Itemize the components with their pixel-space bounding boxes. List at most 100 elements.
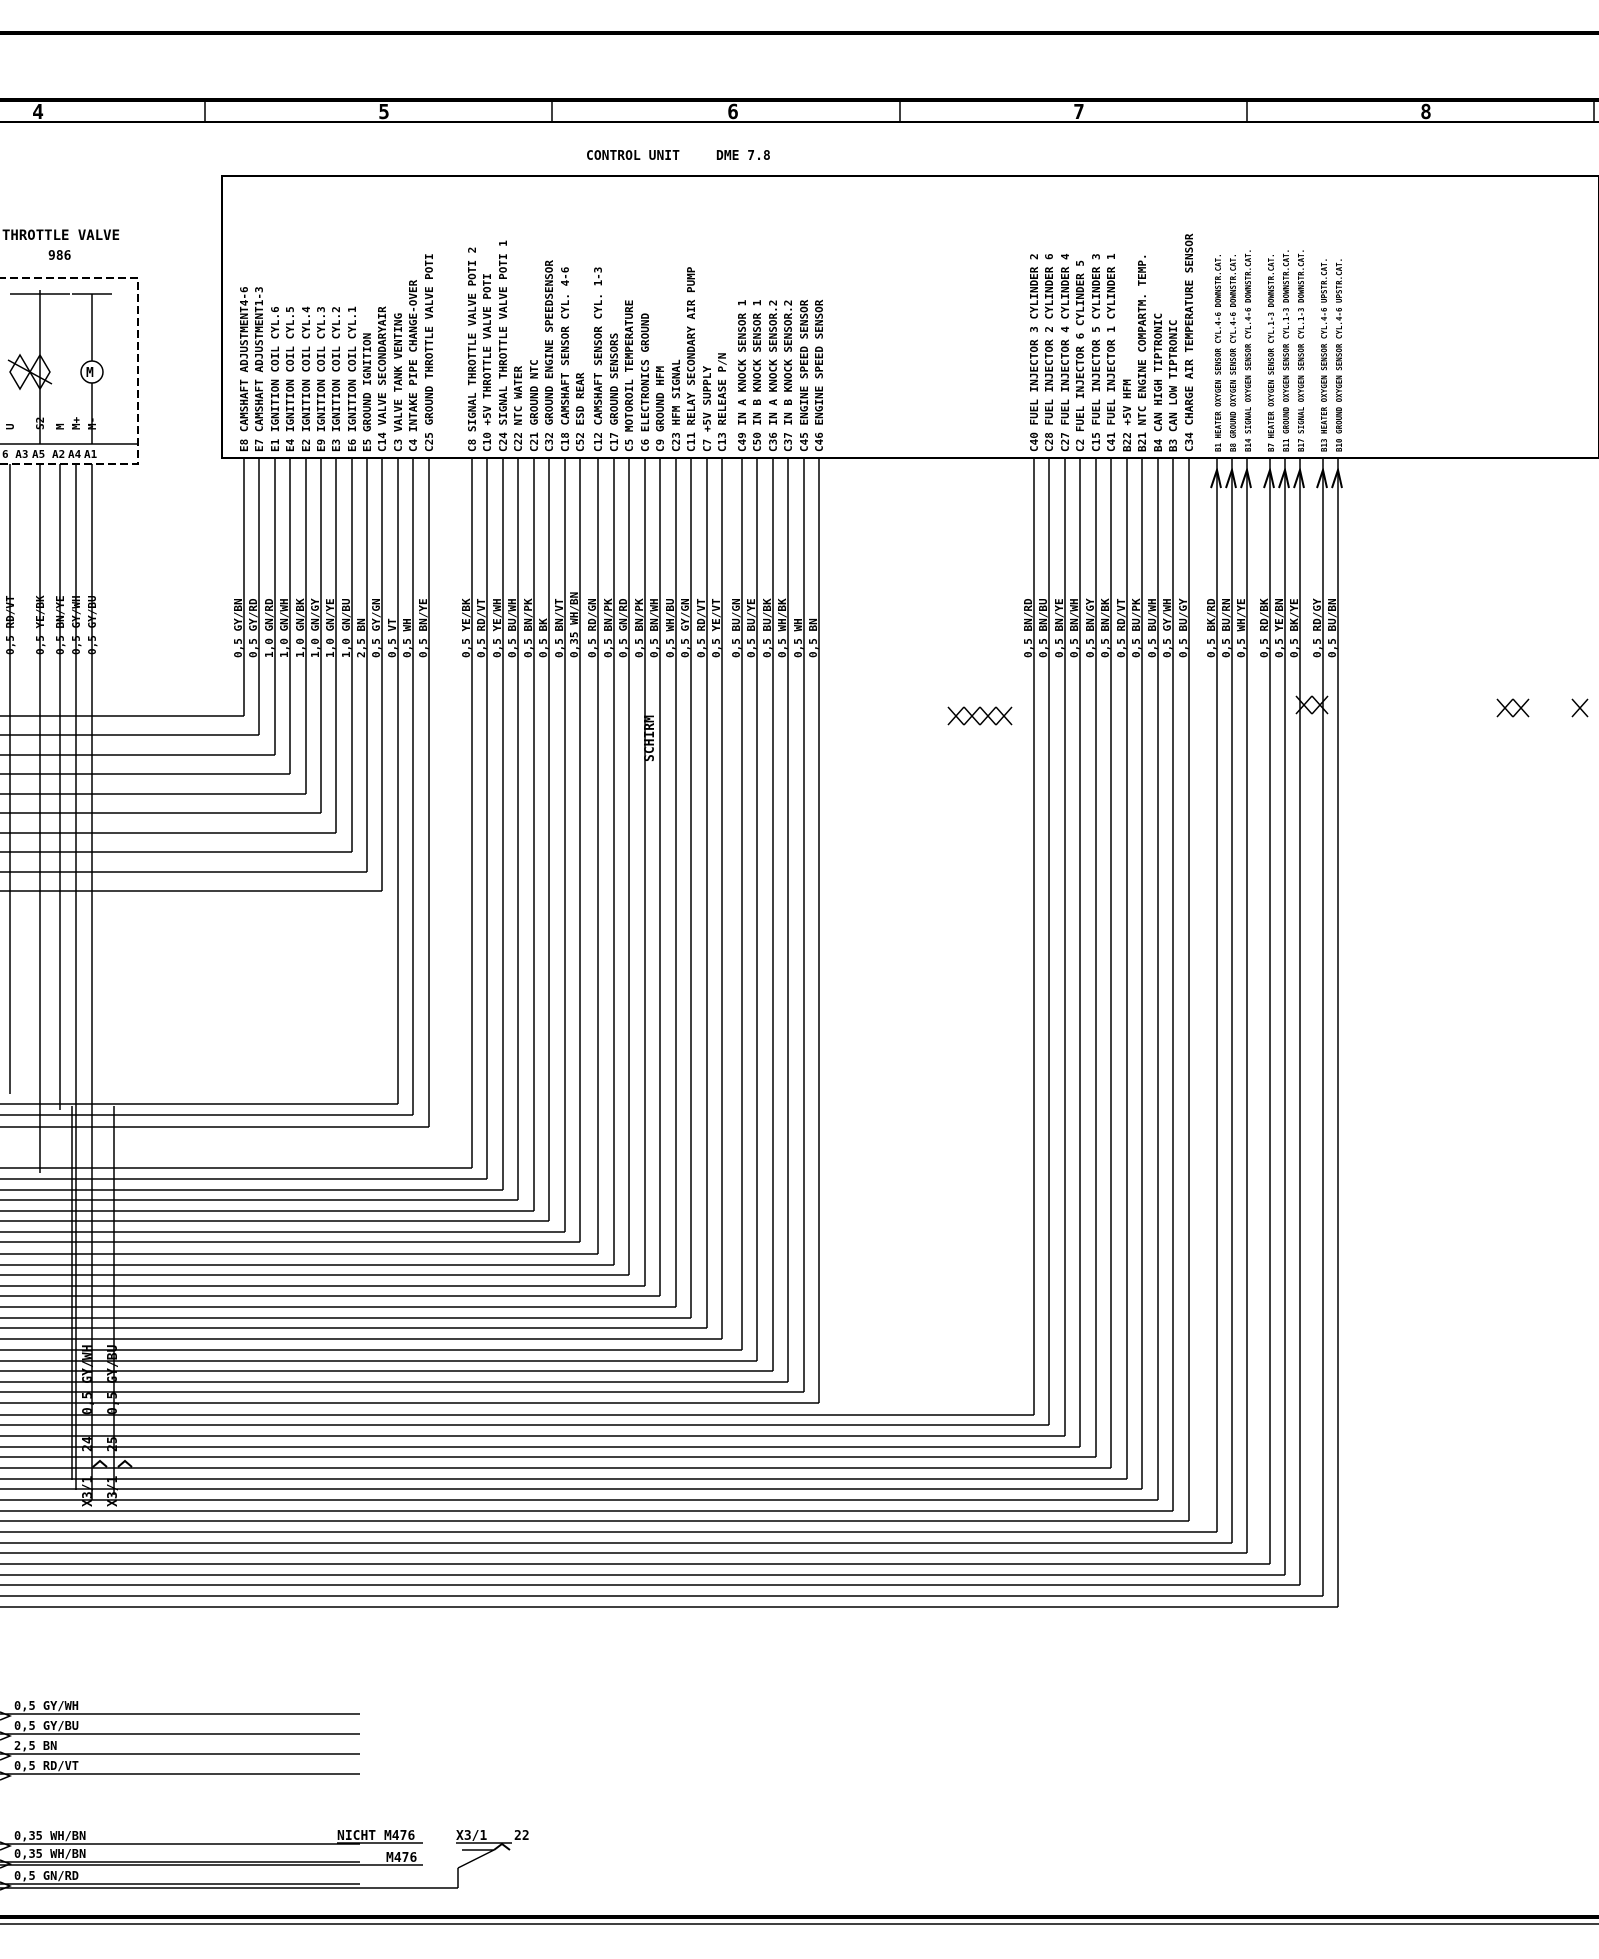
pin-c49: C49 IN A KNOCK SENSOR 1 bbox=[736, 299, 749, 452]
pin-c22: C22 NTC WATER bbox=[512, 366, 525, 452]
variant-pin: 22 bbox=[514, 1829, 530, 1844]
twist-symbol bbox=[963, 706, 981, 726]
wire-color-b22: 0,5 RD/VT bbox=[1115, 598, 1128, 658]
connector-x31-pin-b: 25 bbox=[106, 1436, 121, 1452]
motor-symbol: M bbox=[80, 294, 104, 444]
twist-symbol bbox=[995, 706, 1013, 726]
wire-color-c17: 0,5 BN/PK bbox=[602, 598, 615, 658]
pin-c24: C24 SIGNAL THROTTLE VALVE POTI 1 bbox=[497, 240, 510, 452]
bottom-wire-arrow-3 bbox=[0, 1771, 13, 1781]
tv-signal-3: M+ bbox=[70, 416, 83, 430]
pin-c52: C52 ESD REAR bbox=[574, 372, 587, 452]
wire-color-e3: 1,0 GN/YE bbox=[324, 598, 337, 658]
sensor-arrow-4 bbox=[1278, 466, 1290, 489]
bottom-wire-label-5: 0,35 WH/BN bbox=[14, 1847, 86, 1861]
pin-c46: C46 ENGINE SPEED SENSOR bbox=[813, 299, 826, 452]
wire-color-c28: 0,5 BN/BU bbox=[1037, 598, 1050, 658]
sheet-frame bbox=[0, 31, 1599, 1925]
wire-color-c13: 0,5 YE/VT bbox=[710, 598, 723, 658]
twist-symbol bbox=[1496, 698, 1514, 718]
wire-color-c40: 0,5 BN/RD bbox=[1022, 598, 1035, 658]
pin-c14: C14 VALVE SECONDARYAIR bbox=[376, 306, 389, 452]
wire-color-c22: 0,5 BU/WH bbox=[506, 598, 519, 658]
pin-c23: C23 HFM SIGNAL bbox=[670, 359, 683, 452]
wire-color-c8: 0,5 YE/BK bbox=[460, 598, 473, 658]
wire-color-c24: 0,5 YE/WH bbox=[491, 598, 504, 658]
pin-e6: E6 IGNITION COIL CYL.1 bbox=[346, 306, 359, 452]
sensor-arrow-2 bbox=[1240, 466, 1252, 489]
variant-m-label: M476 bbox=[386, 1851, 417, 1866]
twist-symbol bbox=[1512, 698, 1530, 718]
wire-color-b13: 0,5 RD/GY bbox=[1311, 598, 1324, 658]
connector-x31-label-a: X3/1 bbox=[81, 1476, 96, 1507]
wire-color-c6: 0,5 BN/PK bbox=[633, 598, 646, 658]
wire-color-b3: 0,5 GY/WH bbox=[1161, 598, 1174, 658]
wire-color-b4: 0,5 BU/WH bbox=[1146, 598, 1159, 658]
pin-c40: C40 FUEL INJECTOR 3 CYLINDER 2 bbox=[1028, 253, 1041, 452]
connector-x31: X3/1 X3/1 24 25 0,5 GY/WH 0,5 GY/BU bbox=[81, 1344, 133, 1507]
pin-b7: B7 HEATER OXYGEN SENSOR CYL.1-3 DOWNSTR.… bbox=[1267, 253, 1276, 452]
pin-c41: C41 FUEL INJECTOR 1 CYLINDER 1 bbox=[1105, 253, 1118, 452]
wire-color-c50: 0,5 BU/YE bbox=[745, 598, 758, 658]
tv-pin-4: A1 bbox=[84, 448, 98, 461]
pin-c4: C4 INTAKE PIPE CHANGE-OVER bbox=[407, 279, 420, 452]
wire-color-b14: 0,5 WH/YE bbox=[1235, 598, 1248, 658]
tv-pin-0: 6 A3 bbox=[2, 448, 29, 461]
tv-signal-2: M bbox=[54, 423, 67, 430]
wire-color-e8: 0,5 GY/BN bbox=[232, 598, 245, 658]
wire-color-c41: 0,5 BN/BK bbox=[1099, 598, 1112, 658]
pin-b17: B17 SIGNAL OXYGEN SENSOR CYL.1-3 DOWNSTR… bbox=[1297, 249, 1306, 452]
pin-c21: C21 GROUND NTC bbox=[528, 359, 541, 452]
throttle-valve-title: THROTTLE VALVE bbox=[2, 228, 120, 244]
wire-color-c3: 0,5 VT bbox=[386, 618, 399, 658]
bottom-wire-label-1: 0,5 GY/BU bbox=[14, 1719, 79, 1733]
pin-c2: C2 FUEL INJECTOR 6 CYLINDER 5 bbox=[1074, 260, 1087, 452]
pin-c36: C36 IN A KNOCK SENSOR.2 bbox=[767, 300, 780, 452]
pin-c8: C8 SIGNAL THROTTLE VALVE POTI 2 bbox=[466, 247, 479, 452]
wire-color-e2: 1,0 GN/BK bbox=[294, 598, 307, 658]
bottom-wire-arrow-1 bbox=[0, 1731, 13, 1741]
tv-pin-2: A2 bbox=[52, 448, 65, 461]
wire-color-c32: 0,5 BK bbox=[537, 618, 550, 658]
wire-color-e6: 1,0 GN/BU bbox=[340, 598, 353, 658]
shield-label: SCHIRM bbox=[643, 715, 658, 762]
bottom-wire-label-0: 0,5 GY/WH bbox=[14, 1699, 79, 1713]
control-unit-box bbox=[221, 175, 1599, 459]
wire-color-e4: 1,0 GN/WH bbox=[278, 598, 291, 658]
pin-e2: E2 IGNITION COIL CYL.4 bbox=[300, 306, 313, 452]
pin-c45: C45 ENGINE SPEED SENSOR bbox=[798, 299, 811, 452]
bottom-wire-label-3: 0,5 RD/VT bbox=[14, 1759, 79, 1773]
bottom-wire-label-6: 0,5 GN/RD bbox=[14, 1869, 79, 1883]
wire-color-c7: 0,5 RD/VT bbox=[695, 598, 708, 658]
wire-color-b8: 0,5 BU/RN bbox=[1220, 598, 1233, 658]
wire-color-c46: 0,5 BN bbox=[807, 618, 820, 658]
pin-c11: C11 RELAY SECONDARY AIR PUMP bbox=[685, 266, 698, 452]
wire-color-c34: 0,5 BU/GY bbox=[1177, 598, 1190, 658]
control-unit-model: DME 7.8 bbox=[716, 149, 771, 164]
wire-color-b17: 0,5 BK/YE bbox=[1288, 598, 1301, 658]
wire-color-c14: 0,5 GY/GN bbox=[370, 598, 383, 658]
variant-nicht-label: NICHT M476 bbox=[337, 1829, 415, 1844]
pin-e7: E7 CAMSHAFT ADJUSTMENT1-3 bbox=[253, 286, 266, 452]
pin-b11: B11 GROUND OXYGEN SENSOR CYL.1-3 DOWNSTR… bbox=[1282, 249, 1291, 452]
pin-b10: B10 GROUND OXYGEN SENSOR CYL.4-6 UPSTR.C… bbox=[1335, 258, 1344, 452]
sensor-arrow-3 bbox=[1263, 466, 1275, 489]
pin-c7: C7 +5V SUPPLY bbox=[701, 366, 714, 452]
pin-e4: E4 IGNITION COIL CYL.5 bbox=[284, 306, 297, 452]
pin-c3: C3 VALVE TANK VENTING bbox=[392, 313, 405, 452]
wire-color-c12: 0,5 RD/GN bbox=[586, 598, 599, 658]
pin-b1: B1 HEATER OXYGEN SENSOR CYL.4-6 DOWNSTR.… bbox=[1214, 253, 1223, 452]
pin-b14: B14 SIGNAL OXYGEN SENSOR CYL.4-6 DOWNSTR… bbox=[1244, 249, 1253, 452]
pin-c32: C32 GROUND ENGINE SPEEDSENSOR bbox=[543, 260, 556, 452]
pin-e8: E8 CAMSHAFT ADJUSTMENT4-6 bbox=[238, 286, 251, 452]
svg-text:M: M bbox=[86, 366, 94, 381]
wire-color-c9: 0,5 BN/WH bbox=[648, 598, 661, 658]
bottom-wire-arrow-5 bbox=[0, 1859, 13, 1869]
pin-c17: C17 GROUND SENSORS bbox=[608, 333, 621, 452]
pin-c37: C37 IN B KNOCK SENSOR.2 bbox=[782, 300, 795, 452]
wire-color-c21: 0,5 BN/PK bbox=[522, 598, 535, 658]
wire-color-b21: 0,5 BU/PK bbox=[1130, 598, 1143, 658]
wire-color-e5: 2,5 BN bbox=[355, 618, 368, 658]
sensor-arrow-6 bbox=[1316, 466, 1328, 489]
